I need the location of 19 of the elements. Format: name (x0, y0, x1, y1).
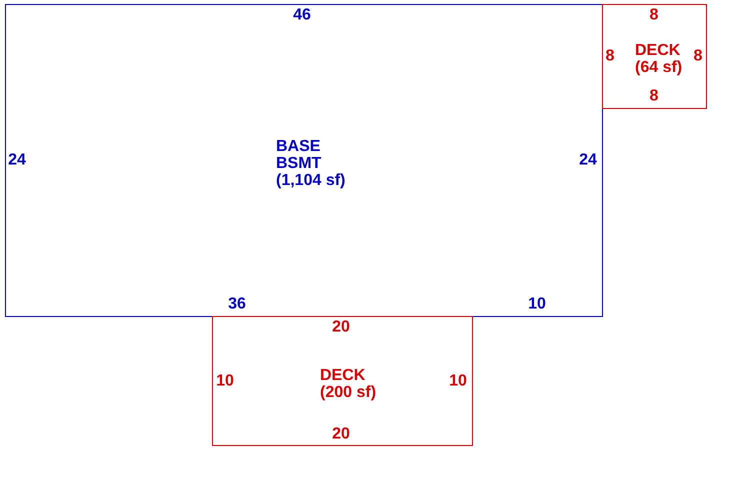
area-label: DECK (64 sf) (635, 42, 684, 76)
floor-plan-area (5, 4, 603, 317)
dimension-label: 24 (8, 152, 26, 168)
dimension-label: 8 (606, 48, 614, 64)
dimension-label: 10 (528, 296, 546, 312)
dimension-label: 46 (293, 6, 311, 24)
floor-plan-area (212, 316, 473, 446)
floor-plan-area (602, 4, 707, 109)
area-label: BASE BSMT (1,104 sf) (276, 138, 346, 189)
dimension-label: 36 (228, 296, 246, 312)
dimension-label: 8 (650, 88, 658, 104)
area-label: DECK (200 sf) (320, 367, 378, 401)
dimension-label: 20 (332, 426, 350, 442)
dimension-label: 8 (650, 6, 658, 24)
dimension-label: 24 (579, 152, 597, 168)
dimension-label: 8 (694, 48, 702, 64)
dimension-label: 10 (449, 372, 467, 390)
dimension-label: 10 (216, 372, 234, 390)
dimension-label: 20 (332, 318, 350, 336)
